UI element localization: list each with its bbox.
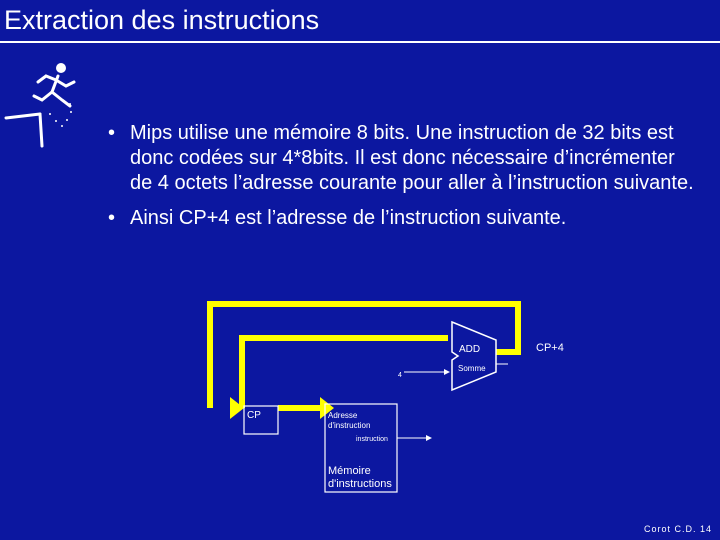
bullet-list: Mips utilise une mémoire 8 bits. Une ins…	[108, 121, 698, 241]
memory-label-2: d'instructions	[328, 478, 392, 490]
bullet-item: Mips utilise une mémoire 8 bits. Une ins…	[108, 121, 698, 196]
pc-register-label: CP	[247, 410, 261, 421]
pc-register	[243, 405, 279, 435]
instruction-memory	[324, 403, 398, 493]
adder-label: ADD	[459, 344, 480, 355]
cp-plus4-label: CP+4	[536, 342, 564, 354]
title-divider	[0, 41, 720, 43]
somme-label: Somme	[458, 364, 486, 373]
memory-address-label: Adresse	[328, 411, 358, 420]
memory-label: Mémoire	[328, 465, 371, 477]
arrow-head	[230, 397, 244, 419]
const-four-label: 4	[398, 372, 402, 379]
slide-title: Extraction des instructions	[4, 5, 320, 35]
cp-to-add-wire	[239, 335, 448, 408]
slide-footer: Corot C.D. 14	[643, 524, 712, 534]
adder-unit	[451, 320, 497, 392]
memory-output-label: instruction	[356, 436, 388, 443]
arrow-head	[320, 397, 334, 419]
memory-address-label-2: d'instruction	[328, 421, 370, 430]
feedback-wire	[207, 301, 521, 408]
bullet-item: Ainsi CP+4 est l’adresse de l’instructio…	[108, 206, 698, 231]
